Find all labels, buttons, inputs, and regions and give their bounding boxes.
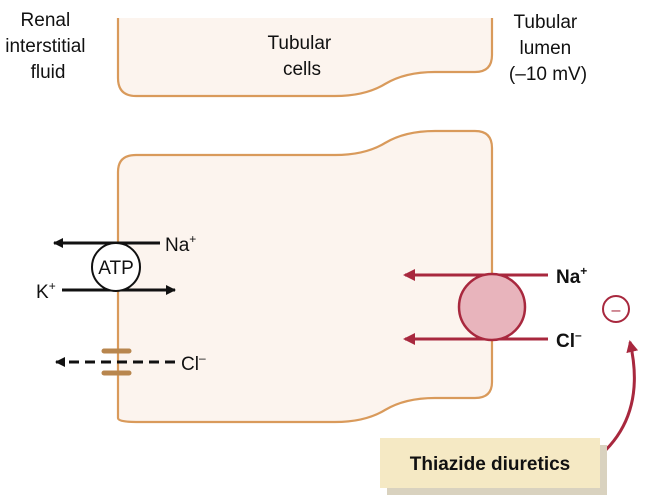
basolateral-na-label: Na+ — [165, 232, 196, 256]
upper-tubular-cell — [116, 18, 494, 98]
thiazide-diuretics-label: Thiazide diuretics — [410, 454, 570, 475]
basolateral-cl-label: Cl– — [181, 351, 206, 375]
atp-pump-icon — [91, 242, 141, 292]
luminal-cl-label: Cl– — [556, 328, 582, 352]
inhibition-icon — [602, 295, 630, 323]
luminal-na-label: Na+ — [556, 264, 587, 288]
inhibition-symbol: – — [612, 302, 621, 319]
lower-tubular-cell — [116, 129, 494, 424]
cotransporter-icon — [457, 272, 527, 342]
basolateral-k-label: K+ — [36, 279, 56, 303]
atp-label: ATP — [98, 258, 134, 279]
tubular-lumen-label: Tubular lumen (–10 mV) — [509, 12, 587, 85]
renal-interstitial-fluid-label: Renal interstitial fluid — [5, 10, 91, 83]
drug-box — [380, 438, 600, 488]
tubular-cells-label: Tubular cells — [268, 33, 337, 80]
